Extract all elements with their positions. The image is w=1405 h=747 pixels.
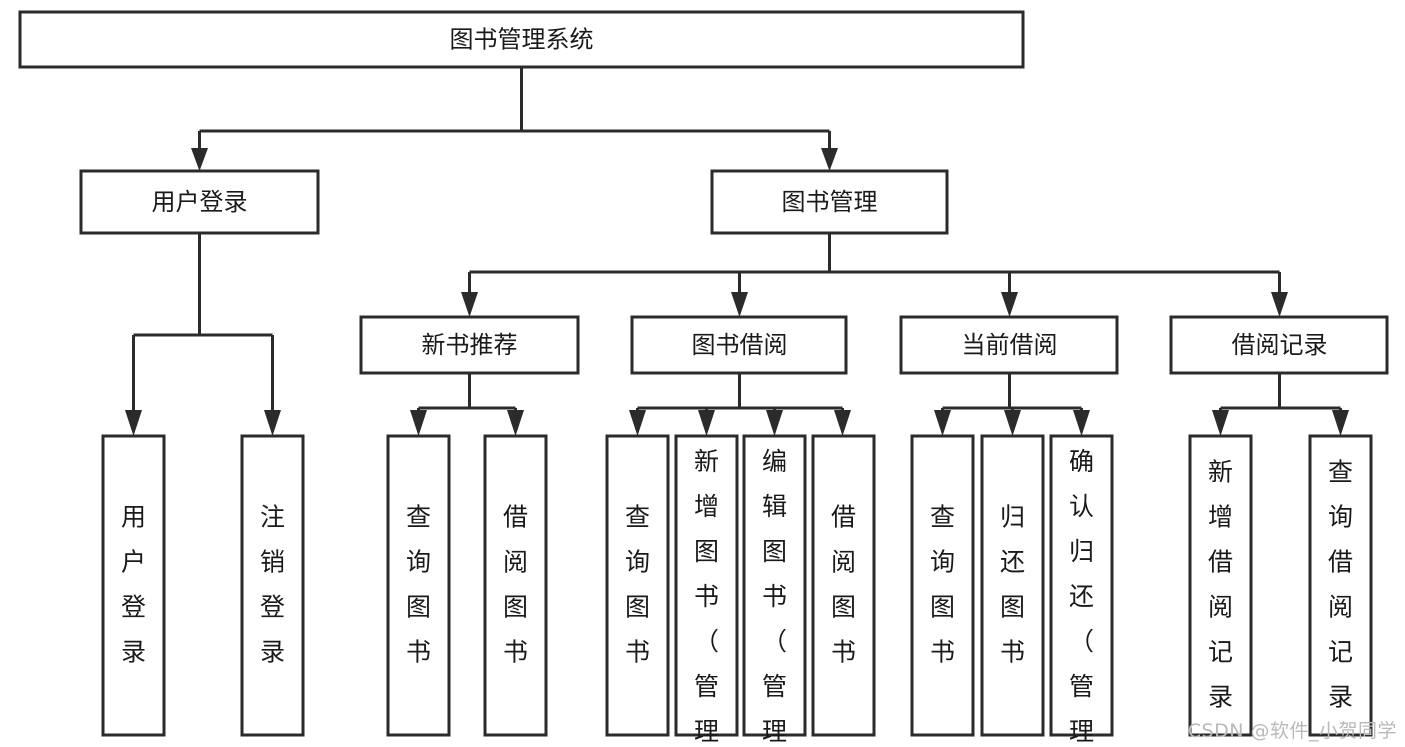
leaf-borrow-book-1-label: 借阅图书	[503, 503, 528, 667]
csdn-watermark: CSDN @软件_小贺同学	[1187, 720, 1397, 742]
leaf-confirm-return-label: 确认归还（管理员）	[1069, 447, 1094, 747]
node-user-login-rect[interactable]	[79, 169, 320, 235]
leaf-query-record-rect[interactable]	[1308, 434, 1373, 737]
node-borrow-record[interactable]: 借阅记录	[1169, 315, 1389, 375]
leaf-query-record[interactable]: 查询借阅记录	[1308, 434, 1373, 737]
arrow-head-leaf-return-book	[1004, 410, 1021, 436]
leaf-edit-book-label: 编辑图书（管理员）	[762, 447, 787, 747]
leaf-query-book-2-rect[interactable]	[605, 434, 670, 737]
node-user-login[interactable]: 用户登录	[79, 169, 320, 235]
leaf-add-book-rect[interactable]	[674, 434, 739, 737]
arrow-head-leaf-add-book	[698, 410, 715, 436]
arrow-head-leaf-query-book-2	[629, 410, 646, 436]
leaf-user-login[interactable]: 用户登录	[101, 434, 166, 737]
node-borrow-record-label: 借阅记录	[1232, 331, 1328, 359]
leaf-confirm-return-rect[interactable]	[1049, 434, 1114, 737]
leaf-query-book-1[interactable]: 查询图书	[386, 434, 451, 737]
arrow-head-leaf-query-record	[1332, 410, 1349, 436]
leaf-query-record-label: 查询借阅记录	[1328, 458, 1353, 712]
arrow-head-new-book-rec	[461, 292, 478, 317]
node-book-manage-rect[interactable]	[710, 169, 949, 235]
leaf-borrow-book-1-rect[interactable]	[483, 434, 548, 737]
leaf-confirm-return[interactable]: 确认归还（管理员）	[1049, 434, 1114, 747]
node-book-borrow[interactable]: 图书借阅	[630, 315, 848, 375]
vertical-paren-glyph: （	[762, 627, 787, 656]
arrow-head-leaf-user-login	[125, 410, 142, 436]
vertical-paren-glyph: （	[694, 627, 719, 656]
node-new-book-rec[interactable]: 新书推荐	[359, 315, 580, 375]
arrow-head-borrow-record	[1271, 292, 1288, 317]
node-layer-horizontal: 图书管理系统 用户登录 图书管理 新书推荐 图书借阅 当前借阅	[18, 10, 1389, 375]
arrow-head-user-login	[191, 148, 208, 171]
arrow-head-leaf-confirm-return	[1073, 410, 1090, 436]
node-book-borrow-label: 图书借阅	[692, 331, 788, 359]
leaf-return-book[interactable]: 归还图书	[980, 434, 1045, 737]
node-borrow-record-rect[interactable]	[1169, 315, 1389, 375]
leaf-edit-book[interactable]: 编辑图书（管理员）	[742, 434, 807, 747]
leaf-query-book-1-rect[interactable]	[386, 434, 451, 737]
arrow-head-book-manage	[821, 148, 838, 171]
node-book-manage-label: 图书管理	[782, 188, 878, 216]
leaf-borrow-book-2[interactable]: 借阅图书	[811, 434, 876, 737]
leaf-add-book-label: 新增图书（管理员）	[694, 447, 719, 747]
leaf-user-login-rect[interactable]	[101, 434, 166, 737]
leaf-borrow-book-2-rect[interactable]	[811, 434, 876, 737]
leaf-logout-rect[interactable]	[240, 434, 305, 737]
leaf-edit-book-rect[interactable]	[742, 434, 807, 737]
leaf-borrow-book-2-label: 借阅图书	[831, 503, 856, 667]
node-root-label: 图书管理系统	[450, 26, 594, 54]
leaf-query-book-2[interactable]: 查询图书	[605, 434, 670, 737]
leaf-borrow-book-1[interactable]: 借阅图书	[483, 434, 548, 737]
arrow-head-current-borrow	[1001, 292, 1018, 317]
node-new-book-rec-label: 新书推荐	[422, 331, 518, 359]
arrow-head-book-borrow	[731, 292, 748, 317]
node-user-login-label: 用户登录	[152, 188, 248, 216]
leaf-query-book-3[interactable]: 查询图书	[910, 434, 975, 737]
arrow-head-leaf-query-book-1	[410, 410, 427, 436]
arrow-head-leaf-add-record	[1212, 410, 1229, 436]
connector-layer	[125, 67, 1349, 436]
arrow-head-leaf-borrow-book-2	[834, 410, 851, 436]
vertical-paren-glyph: （	[1069, 627, 1094, 656]
leaf-add-record[interactable]: 新增借阅记录	[1188, 434, 1253, 737]
leaf-add-record-label: 新增借阅记录	[1208, 458, 1233, 712]
leaf-user-login-label: 用户登录	[121, 503, 146, 667]
arrow-head-leaf-borrow-book-1	[507, 410, 524, 436]
node-current-borrow[interactable]: 当前借阅	[899, 315, 1119, 375]
node-current-borrow-label: 当前借阅	[962, 331, 1058, 359]
node-book-manage[interactable]: 图书管理	[710, 169, 949, 235]
leaf-add-book[interactable]: 新增图书（管理员）	[674, 434, 739, 747]
leaf-query-book-3-rect[interactable]	[910, 434, 975, 737]
leaf-logout[interactable]: 注销登录	[240, 434, 305, 737]
node-new-book-rec-rect[interactable]	[359, 315, 580, 375]
node-layer-leaves: 用户登录 注销登录 查询图书 借阅图书 查询图书 新增图书（管理员） 编辑图书（管理员） 借阅…	[101, 434, 1373, 747]
node-root[interactable]: 图书管理系统	[18, 10, 1025, 69]
leaf-query-book-2-label: 查询图书	[625, 503, 650, 667]
node-book-borrow-rect[interactable]	[630, 315, 848, 375]
arrow-head-leaf-edit-book	[766, 410, 783, 436]
leaf-query-book-3-label: 查询图书	[930, 503, 955, 667]
arrow-head-leaf-query-book-3	[934, 410, 951, 436]
leaf-add-record-rect[interactable]	[1188, 434, 1253, 737]
node-current-borrow-rect[interactable]	[899, 315, 1119, 375]
leaf-return-book-rect[interactable]	[980, 434, 1045, 737]
leaf-return-book-label: 归还图书	[1000, 503, 1025, 667]
leaf-logout-label: 注销登录	[260, 503, 285, 667]
node-root-rect[interactable]	[18, 10, 1025, 69]
arrow-head-leaf-logout	[264, 410, 281, 436]
leaf-query-book-1-label: 查询图书	[406, 503, 431, 667]
